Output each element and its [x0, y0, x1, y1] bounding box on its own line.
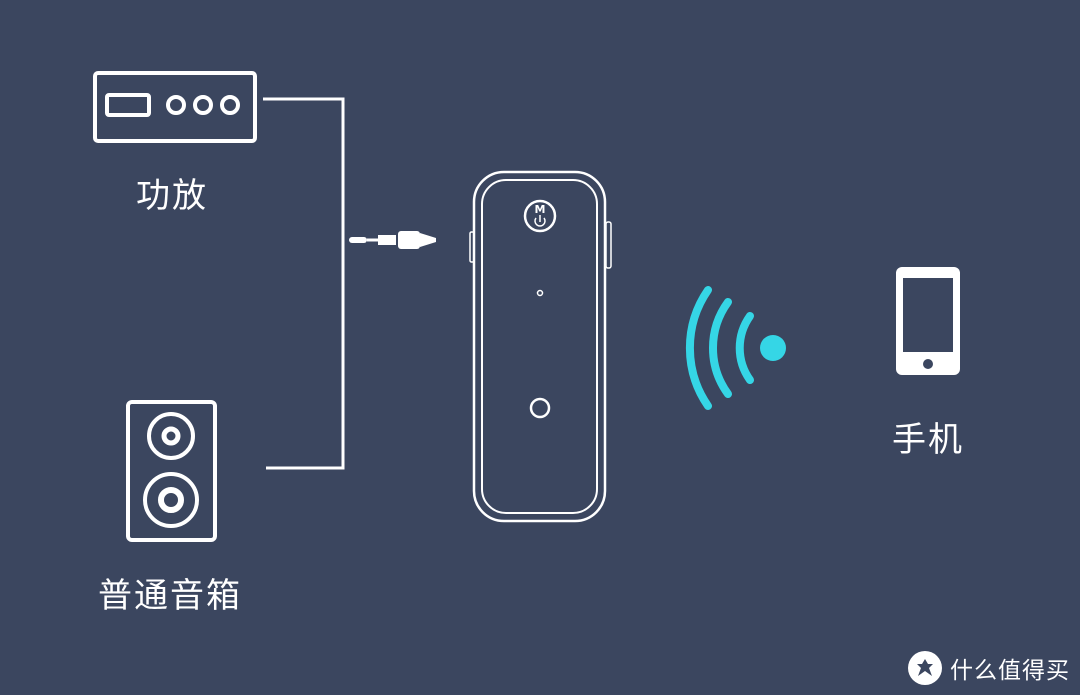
amplifier-label: 功放	[136, 176, 208, 216]
phone-label: 手机	[892, 420, 964, 460]
smartphone-icon	[896, 267, 960, 375]
audio-jack-icon	[349, 231, 436, 249]
speaker-icon	[126, 400, 217, 542]
cable-lines	[263, 97, 345, 470]
power-symbol-icon	[534, 215, 546, 227]
watermark: 什么值得买	[908, 648, 1070, 688]
mode-button-letter: M	[535, 203, 546, 216]
amplifier-icon	[93, 71, 257, 143]
smzdm-logo-icon	[908, 651, 942, 685]
signal-source-dot	[760, 335, 786, 361]
wireless-signal-icon	[685, 286, 754, 410]
watermark-text: 什么值得买	[950, 658, 1070, 684]
bluetooth-receiver-icon	[469, 170, 612, 523]
speaker-label: 普通音箱	[98, 576, 242, 616]
